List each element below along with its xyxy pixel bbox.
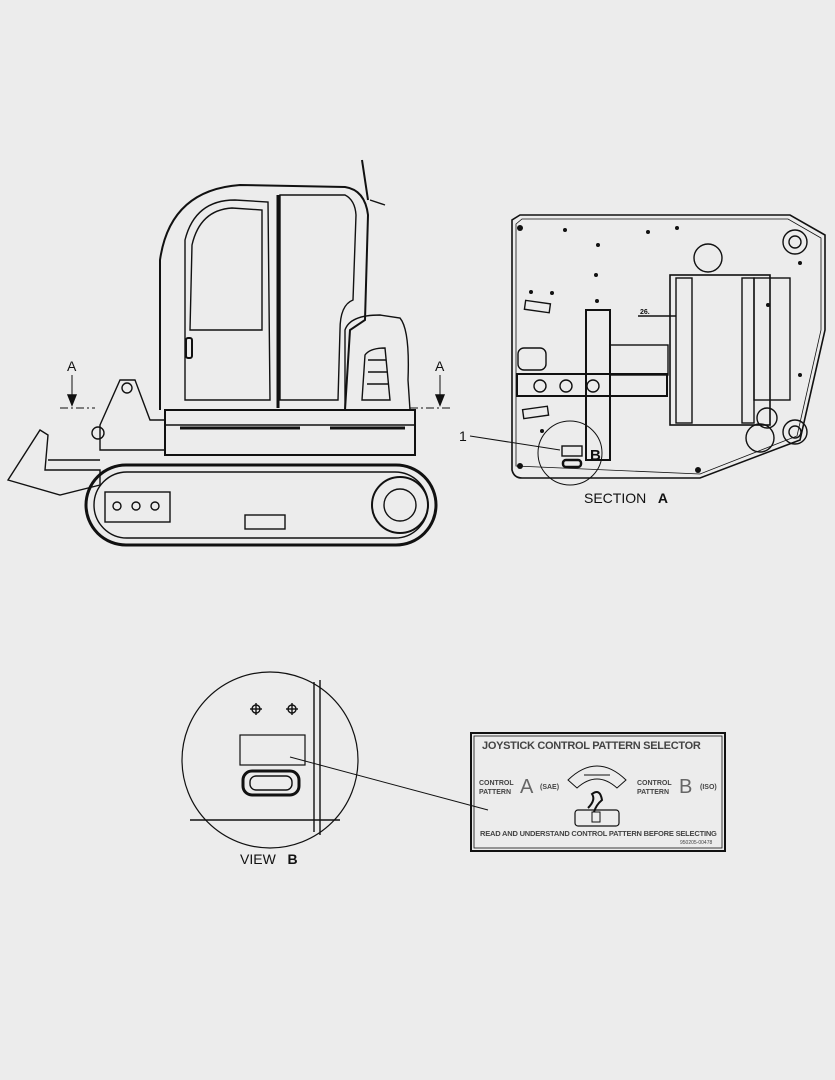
decal-right-letter: B bbox=[679, 776, 693, 798]
section-marker-left: A bbox=[67, 358, 77, 374]
dimension-label: 26. bbox=[640, 309, 650, 316]
decal-right-label: CONTROL PATTERN bbox=[637, 780, 672, 796]
decal-title: JOYSTICK CONTROL PATTERN SELECTOR bbox=[482, 740, 701, 752]
section-a-plate bbox=[469, 214, 826, 486]
decal-right-standard: (ISO) bbox=[700, 784, 717, 791]
callout-number: 1 bbox=[459, 428, 467, 444]
caption-prefix: VIEW bbox=[240, 851, 276, 867]
section-marker-right: A bbox=[435, 358, 445, 374]
decal-part-number: 950205-00478 bbox=[680, 840, 713, 846]
excavator-side-view bbox=[6, 159, 450, 547]
decal-left-label: CONTROL PATTERN bbox=[479, 780, 514, 796]
view-b-caption: VIEW B bbox=[240, 851, 298, 867]
view-b-detail bbox=[181, 671, 489, 849]
section-a-caption: SECTION A bbox=[584, 490, 668, 506]
decal-left-standard: (SAE) bbox=[540, 784, 560, 791]
caption-prefix: SECTION bbox=[584, 490, 647, 506]
decal-left-letter: A bbox=[520, 776, 534, 798]
view-b-marker: B bbox=[590, 447, 601, 464]
caption-letter: A bbox=[657, 490, 669, 506]
decal-graphic bbox=[470, 732, 726, 852]
decal-warning: READ AND UNDERSTAND CONTROL PATTERN BEFO… bbox=[480, 829, 717, 838]
caption-letter: B bbox=[287, 851, 298, 867]
